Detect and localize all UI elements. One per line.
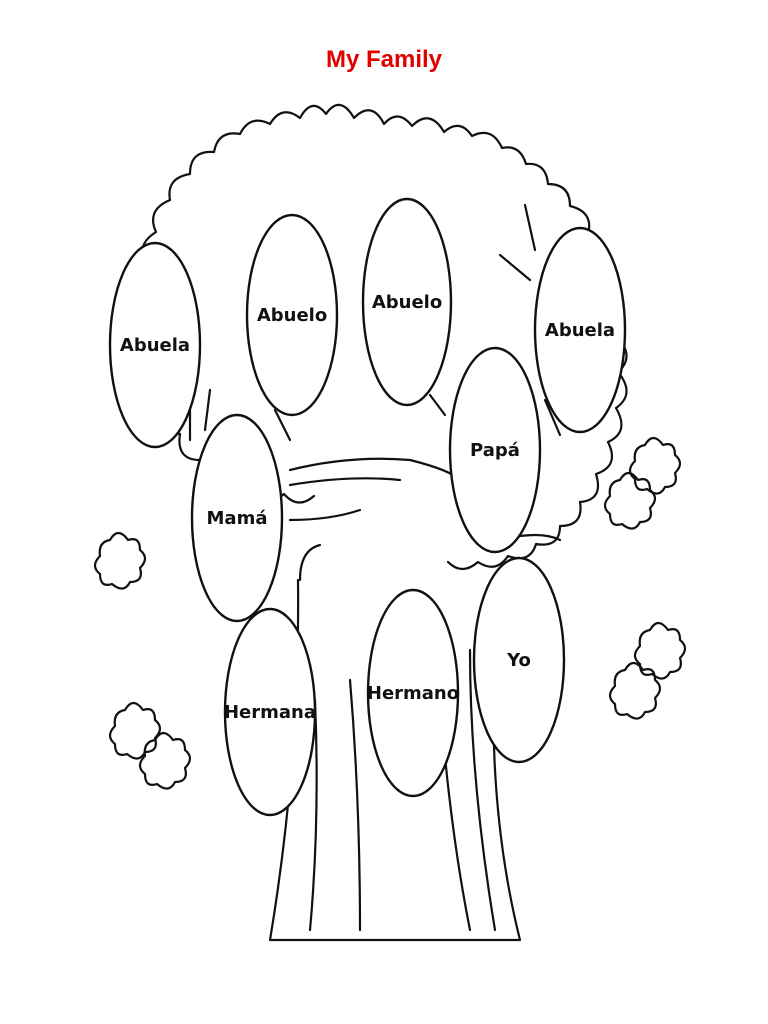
label-abuelo-left: Abuelo <box>257 305 327 326</box>
label-yo: Yo <box>506 650 531 671</box>
label-mama: Mamá <box>207 508 268 529</box>
label-abuela-right: Abuela <box>545 320 615 341</box>
label-abuelo-right: Abuelo <box>372 292 442 313</box>
oval-abuela-right <box>533 226 627 434</box>
label-hermana: Hermana <box>224 702 316 723</box>
page-title: My Family <box>325 46 443 73</box>
label-papa: Papá <box>470 440 520 461</box>
oval-abuelo-right <box>361 197 453 407</box>
oval-hermano <box>366 588 460 798</box>
oval-abuela-left <box>108 241 202 449</box>
oval-papa <box>448 346 542 554</box>
label-hermano: Hermano <box>367 683 459 704</box>
oval-hermana <box>223 607 317 817</box>
oval-abuelo-left <box>245 213 339 417</box>
oval-yo <box>472 556 566 764</box>
oval-mama <box>190 413 284 623</box>
label-abuela-left: Abuela <box>120 335 190 356</box>
